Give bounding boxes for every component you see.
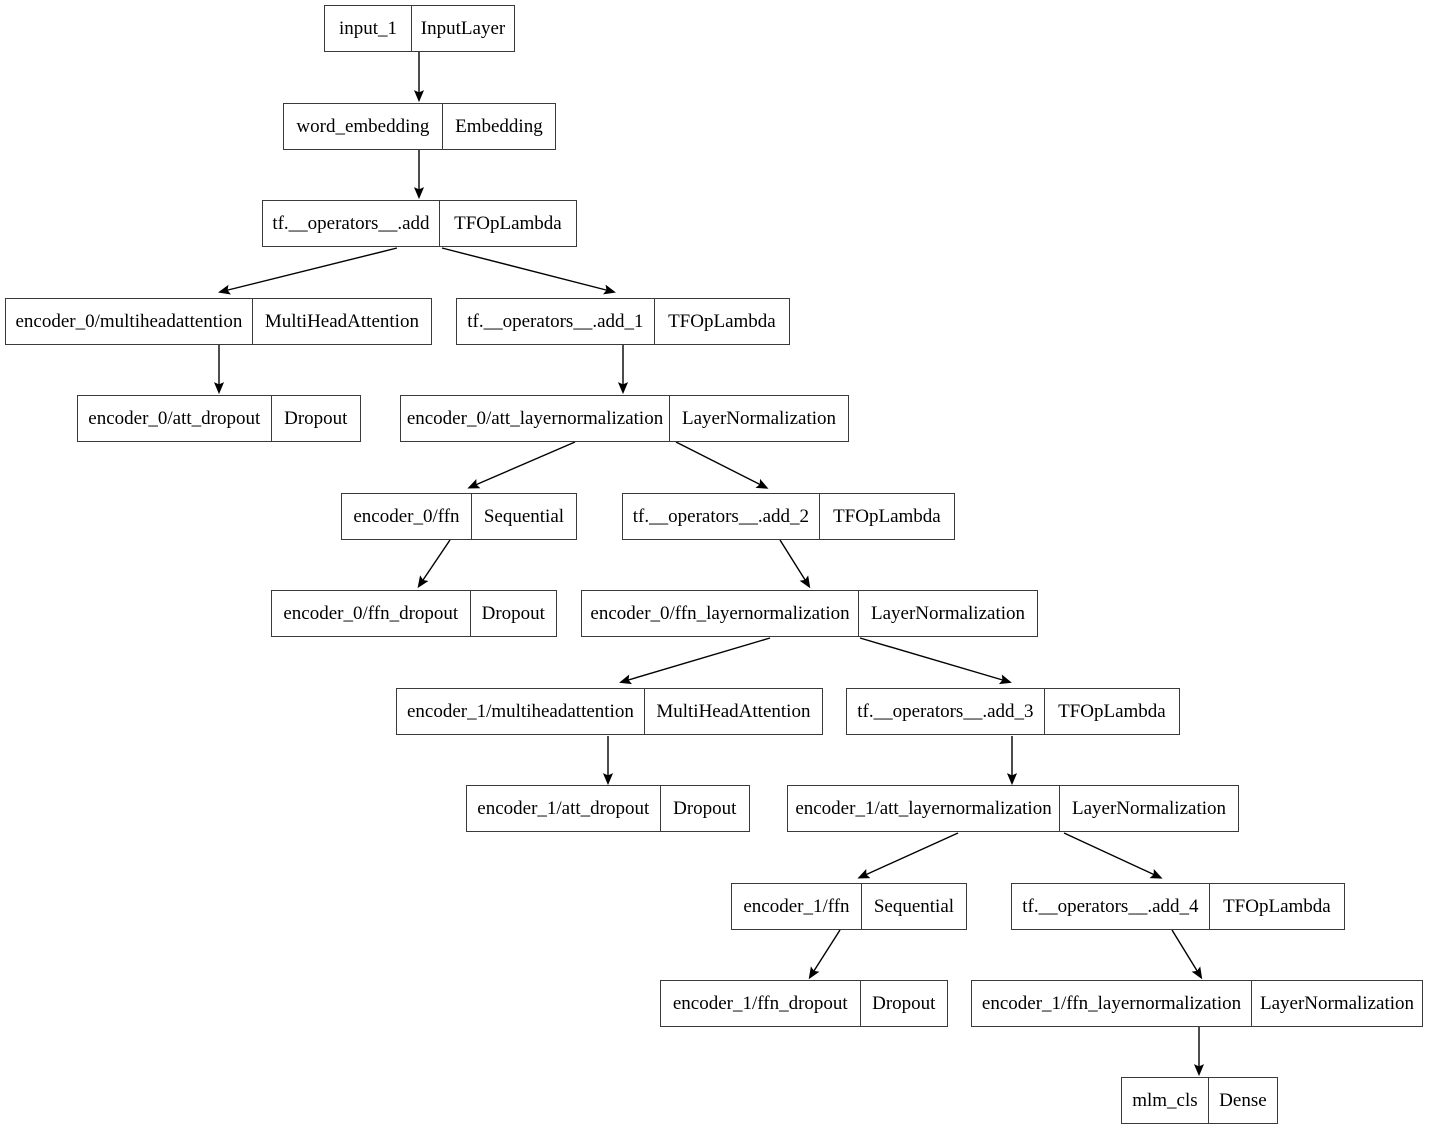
node-layer-type: TFOpLambda: [1223, 896, 1331, 917]
graph-node-input_1: input_1 InputLayer: [324, 5, 515, 52]
graph-node-word_embedding: word_embedding Embedding: [283, 103, 556, 150]
edge-enc1_ffn-to-enc1_ffn_dropout: [808, 929, 841, 980]
edge-enc0_ffn_ln-to-add_3: [859, 637, 1012, 685]
node-layer-type: TFOpLambda: [1058, 701, 1166, 722]
edge-enc0_att_ln-to-add_2: [675, 441, 769, 489]
graph-node-add_4: tf.__operators__.add_4 TFOpLambda: [1011, 883, 1345, 930]
node-layer-name: input_1: [325, 6, 412, 51]
node-layer-name: encoder_1/multiheadattention: [397, 689, 645, 734]
node-layer-name: tf.__operators__.add_3: [847, 689, 1045, 734]
node-layer-name: encoder_1/att_layernormalization: [788, 786, 1060, 831]
node-layer-name: mlm_cls: [1122, 1078, 1209, 1123]
node-layer-name: encoder_1/att_dropout: [467, 786, 661, 831]
graph-node-enc1_mha: encoder_1/multiheadattention MultiHeadAtt…: [396, 688, 823, 735]
edge-add_4-to-enc1_ffn_ln: [1171, 929, 1203, 980]
node-layer-name: encoder_0/ffn_layernormalization: [582, 591, 859, 636]
node-layer-type: Dropout: [284, 408, 348, 429]
graph-node-enc1_att_dropout: encoder_1/att_dropout Dropout: [466, 785, 750, 832]
node-layer-name: encoder_1/ffn_layernormalization: [972, 981, 1252, 1026]
node-layer-name: encoder_1/ffn: [732, 884, 862, 929]
edge-enc1_att_ln-to-enc1_ffn: [857, 832, 959, 879]
edge-enc0_ffn_ln-to-enc1_mha: [619, 637, 771, 685]
edge-add-to-enc0_mha: [218, 247, 398, 295]
node-layer-name: tf.__operators__.add_2: [623, 494, 820, 539]
graph-node-mlm_cls: mlm_cls Dense: [1121, 1077, 1278, 1124]
node-layer-type: TFOpLambda: [833, 506, 941, 527]
node-layer-type: Dropout: [872, 993, 936, 1014]
node-layer-name: encoder_0/ffn_dropout: [272, 591, 471, 636]
node-layer-type: Sequential: [873, 896, 955, 917]
edge-enc0_att_ln-to-enc0_ffn: [467, 441, 576, 489]
graph-node-enc0_ffn_dropout: encoder_0/ffn_dropout Dropout: [271, 590, 557, 637]
graph-node-add: tf.__operators__.add TFOpLambda: [262, 200, 577, 247]
graph-node-enc0_att_ln: encoder_0/att_layernormalization LayerNor…: [400, 395, 849, 442]
node-layer-type: MultiHeadAttention: [264, 311, 419, 332]
graph-node-enc1_ffn_dropout: encoder_1/ffn_dropout Dropout: [660, 980, 948, 1027]
node-layer-name: encoder_0/att_dropout: [78, 396, 272, 441]
graph-node-enc0_att_dropout: encoder_0/att_dropout Dropout: [77, 395, 361, 442]
node-layer-name: encoder_0/ffn: [342, 494, 472, 539]
node-layer-type: Embedding: [455, 116, 543, 137]
node-layer-type: Dropout: [481, 603, 545, 624]
node-layer-name: word_embedding: [284, 104, 443, 149]
node-layer-type: TFOpLambda: [668, 311, 776, 332]
graph-node-enc0_mha: encoder_0/multiheadattention MultiHeadAtt…: [5, 298, 432, 345]
node-layer-type: Sequential: [483, 506, 565, 527]
node-layer-type: LayerNormalization: [1259, 993, 1415, 1014]
node-layer-type: InputLayer: [420, 18, 506, 39]
node-layer-type: TFOpLambda: [454, 213, 562, 234]
graph-node-add_2: tf.__operators__.add_2 TFOpLambda: [622, 493, 955, 540]
node-layer-name: tf.__operators__.add_4: [1012, 884, 1210, 929]
node-layer-type: LayerNormalization: [870, 603, 1026, 624]
edge-add_2-to-enc0_ffn_ln: [779, 539, 811, 589]
graph-node-enc1_ffn: encoder_1/ffn Sequential: [731, 883, 967, 930]
graph-node-enc0_ffn: encoder_0/ffn Sequential: [341, 493, 577, 540]
node-layer-name: tf.__operators__.add_1: [457, 299, 655, 344]
graph-node-enc1_att_ln: encoder_1/att_layernormalization LayerNor…: [787, 785, 1239, 832]
node-layer-name: encoder_1/ffn_dropout: [661, 981, 861, 1026]
edge-enc0_ffn-to-enc0_ffn_dropout: [417, 539, 451, 589]
node-layer-type: Dense: [1219, 1090, 1267, 1111]
graph-node-enc0_ffn_ln: encoder_0/ffn_layernormalization LayerNor…: [581, 590, 1038, 637]
graph-node-add_3: tf.__operators__.add_3 TFOpLambda: [846, 688, 1180, 735]
node-layer-type: MultiHeadAttention: [656, 701, 811, 722]
edge-enc1_att_ln-to-add_4: [1063, 832, 1163, 879]
edge-add-to-add_1: [441, 247, 616, 295]
graph-node-add_1: tf.__operators__.add_1 TFOpLambda: [456, 298, 790, 345]
node-layer-type: LayerNormalization: [681, 408, 837, 429]
graph-node-enc1_ffn_ln: encoder_1/ffn_layernormalization LayerNor…: [971, 980, 1423, 1027]
node-layer-name: encoder_0/multiheadattention: [6, 299, 253, 344]
node-layer-type: LayerNormalization: [1071, 798, 1227, 819]
node-layer-type: Dropout: [673, 798, 737, 819]
node-layer-name: encoder_0/att_layernormalization: [401, 396, 670, 441]
node-layer-name: tf.__operators__.add: [263, 201, 440, 246]
